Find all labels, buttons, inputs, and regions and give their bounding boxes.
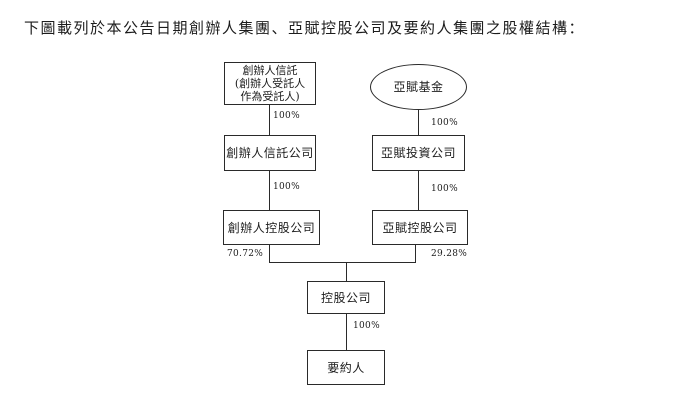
- ownership-label-founder-holding-share: 70.72%: [227, 249, 264, 259]
- ownership-label-holding-to-offeror: 100%: [353, 321, 380, 331]
- connector-holding-to-offeror: [346, 314, 347, 350]
- connector-investment-company-down: [418, 171, 419, 210]
- node-holding-company: 控股公司: [307, 281, 385, 314]
- connector-yafu-holding-down: [415, 245, 416, 263]
- ownership-label-investment-to-yafu-holding: 100%: [431, 184, 458, 194]
- connector-merge-down: [346, 262, 347, 281]
- ownership-label-trust-to-trust-company: 100%: [273, 111, 300, 121]
- node-founder-trust-company: 創辦人信託公司: [224, 135, 316, 171]
- node-yafu-investment-company: 亞賦投資公司: [372, 135, 465, 171]
- connector-founder-holding-down: [269, 245, 270, 263]
- node-founder-trust: 創辦人信託 (創辦人受託人 作為受託人): [224, 62, 316, 105]
- node-offeror: 要約人: [307, 350, 385, 385]
- connector-founder-trust-down: [269, 105, 270, 135]
- connector-yafu-fund-down: [418, 110, 419, 135]
- ownership-label-yafu-holding-share: 29.28%: [431, 249, 468, 259]
- ownership-label-fund-to-investment: 100%: [431, 118, 458, 128]
- connector-trust-company-down: [269, 171, 270, 210]
- page-title: 下圖載列於本公告日期創辦人集團、亞賦控股公司及要約人集團之股權結構：: [24, 19, 586, 37]
- node-founder-holding-company: 創辦人控股公司: [223, 210, 320, 245]
- ownership-label-trust-company-to-founder-holding: 100%: [273, 182, 300, 192]
- node-yafu-holding-company: 亞賦控股公司: [372, 210, 468, 245]
- connector-merge-horizontal: [269, 262, 416, 263]
- node-yafu-fund: 亞賦基金: [370, 64, 467, 110]
